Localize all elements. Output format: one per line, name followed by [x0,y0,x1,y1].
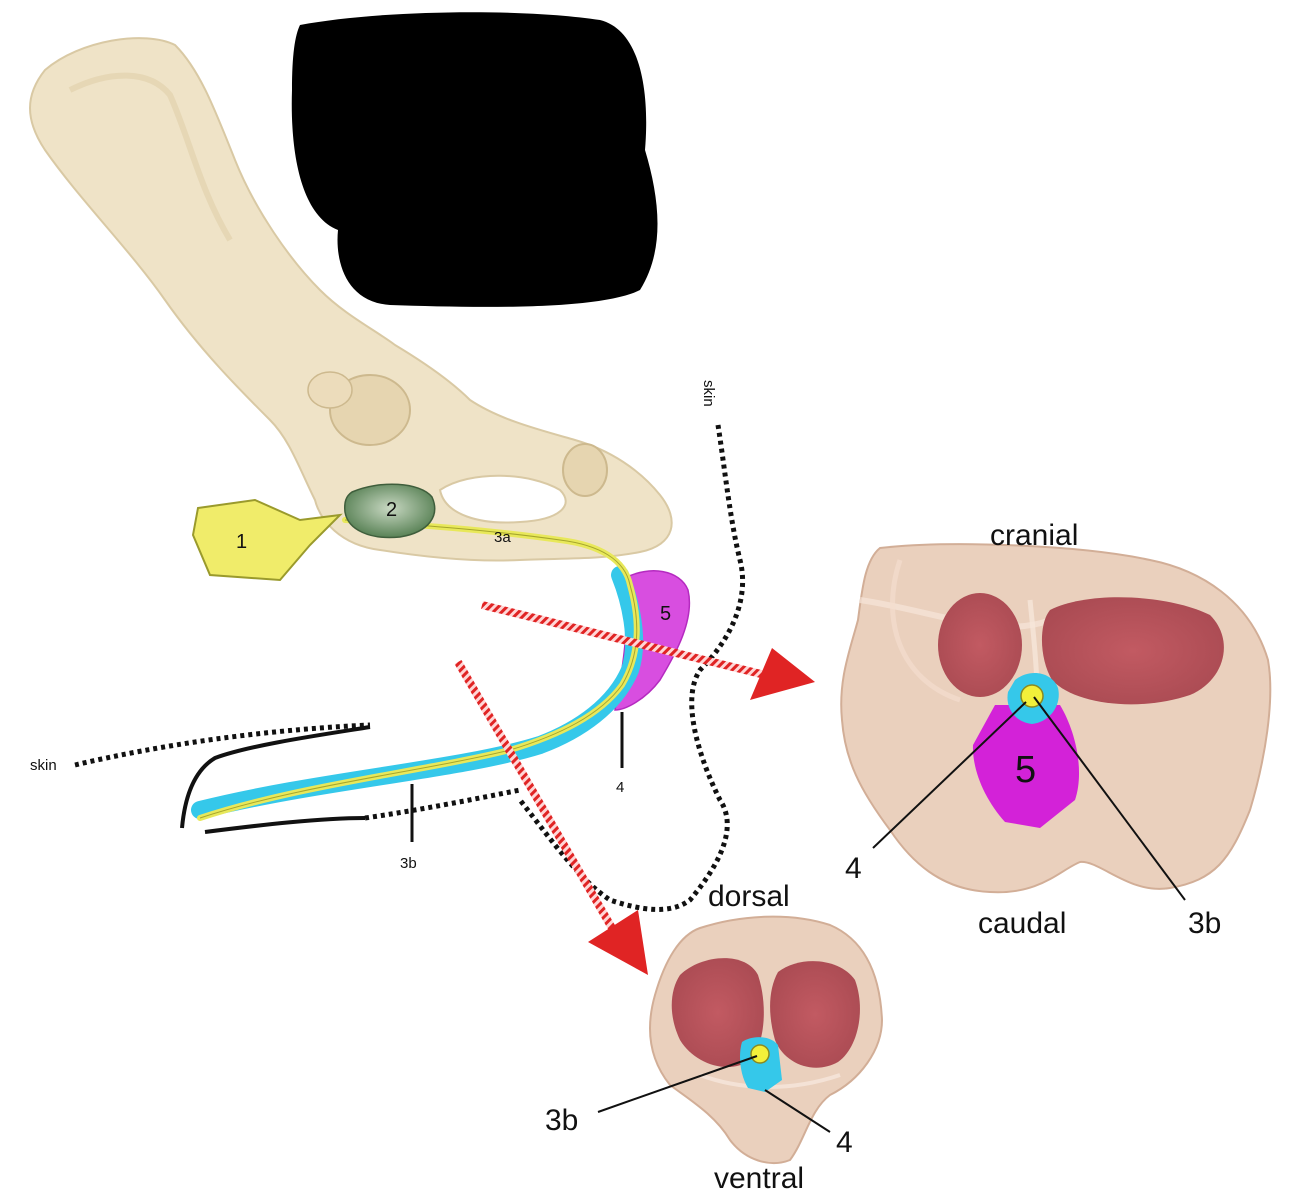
structure-2-shape [344,483,436,539]
cut-arrow-cranial [481,601,815,700]
dorsal-muscle-right [770,961,860,1068]
cranial-leader-3b [1033,696,1186,901]
dorsal-label-4: 4 [836,1126,853,1159]
dorsal-structure-4 [740,1037,782,1092]
skin-line-horizontal [74,722,371,768]
redaction-box [291,12,658,307]
dorsal-muscle-left [671,958,764,1068]
label-3b: 3b [400,855,417,872]
cut-arrow-dorsal [454,659,648,975]
cranial-label-3b: 3b [1188,907,1221,940]
dorsal-title-top: dorsal [708,880,790,913]
cranial-structure-5 [972,705,1080,828]
cranial-title-bottom: caudal [978,907,1066,940]
cranial-label-5: 5 [1015,749,1036,791]
label-2: 2 [386,499,397,521]
label-5: 5 [660,603,671,625]
label-4: 4 [616,779,624,796]
structure-4-band [191,566,644,819]
urethra-edge [199,519,638,819]
label-1: 1 [236,531,247,553]
cranial-muscle-right [1041,597,1224,705]
dorsal-leader-4 [764,1089,831,1133]
dorsal-structure-3b [750,1044,770,1064]
cross-section-dorsal [597,915,884,1165]
skin-line-bottom [364,787,521,821]
prepuce-outline [180,725,371,834]
label-3a: 3a [494,529,511,546]
dorsal-label-3b: 3b [545,1104,578,1137]
label-skin-left: skin [30,757,57,774]
dorsal-leader-3b [597,1055,758,1113]
dorsal-title-bottom: ventral [714,1162,804,1195]
cranial-muscle-left [938,593,1022,697]
cross-section-cranial [840,543,1272,901]
cranial-leader-4 [872,701,1027,849]
skin-line-vertical [518,424,746,912]
cranial-label-4: 4 [845,852,862,885]
pelvis-bone [29,37,673,562]
structure-1-shape [191,498,343,582]
cranial-title-top: cranial [990,519,1078,552]
label-skin-top: skin [700,380,717,407]
